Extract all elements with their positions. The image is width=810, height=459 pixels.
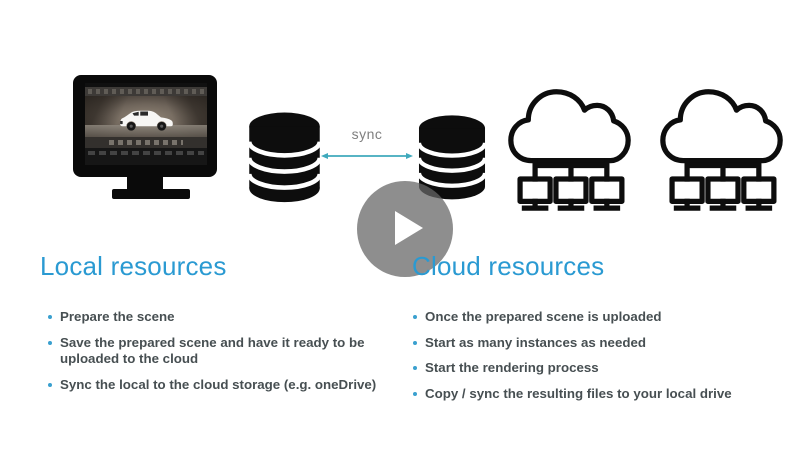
bullet-dot bbox=[413, 391, 417, 396]
cloud-resources-list: Once the prepared scene is uploaded Star… bbox=[413, 309, 797, 402]
list-item: Start as many instances as needed bbox=[413, 335, 797, 352]
car-render bbox=[120, 110, 173, 131]
local-resources-list: Prepare the scene Save the prepared scen… bbox=[48, 309, 392, 393]
bullet-dot bbox=[413, 315, 417, 319]
list-item-text: Sync the local to the cloud storage (e.g… bbox=[60, 376, 377, 392]
play-button[interactable] bbox=[357, 181, 453, 277]
monitor-screen bbox=[85, 83, 207, 165]
list-item: Once the prepared scene is uploaded bbox=[413, 309, 797, 326]
list-item-text: Copy / sync the resulting files to your … bbox=[425, 385, 732, 401]
app-3d-viewport bbox=[85, 96, 207, 137]
app-statusbar bbox=[85, 148, 207, 165]
cloud-database-icon bbox=[416, 115, 488, 200]
list-item-text: Once the prepared scene is uploaded bbox=[425, 309, 662, 324]
monitor-3d-render-icon bbox=[73, 75, 217, 177]
list-item-text: Start as many instances as needed bbox=[425, 334, 646, 350]
app-bottom-toolbar bbox=[85, 137, 207, 148]
local-database-icon bbox=[246, 112, 323, 203]
list-item-text: Save the prepared scene and have it read… bbox=[60, 334, 365, 367]
monitor-stand-base bbox=[112, 189, 190, 199]
play-icon bbox=[395, 211, 423, 245]
app-titlebar bbox=[85, 83, 207, 87]
app-toolbar bbox=[85, 87, 207, 96]
bullet-dot bbox=[48, 340, 52, 345]
list-item-text: Start the rendering process bbox=[425, 360, 599, 375]
sync-label: sync bbox=[351, 126, 383, 142]
list-item: Copy / sync the resulting files to your … bbox=[413, 386, 797, 403]
sync-arrow bbox=[321, 153, 413, 159]
viewport-floor bbox=[85, 125, 207, 137]
list-item-text: Prepare the scene bbox=[60, 309, 175, 324]
bullet-dot bbox=[48, 315, 52, 319]
list-item: Sync the local to the cloud storage (e.g… bbox=[48, 377, 392, 394]
cloud-computing-icon bbox=[660, 89, 783, 211]
bullet-dot bbox=[48, 382, 52, 387]
cloud-resources-title: Cloud resources bbox=[412, 251, 605, 281]
section-cloud-resources: Cloud resources Once the prepared scene … bbox=[412, 251, 797, 411]
monitor-stand-neck bbox=[127, 177, 163, 189]
bullet-dot bbox=[413, 340, 417, 345]
list-item: Save the prepared scene and have it read… bbox=[48, 335, 392, 368]
list-item: Start the rendering process bbox=[413, 360, 797, 377]
list-item: Prepare the scene bbox=[48, 309, 392, 326]
cloud-computing-icon bbox=[508, 89, 631, 211]
local-resources-title: Local resources bbox=[40, 251, 227, 281]
bullet-dot bbox=[413, 366, 417, 370]
section-local-resources: Local resources Prepare the scene Save t… bbox=[40, 251, 392, 402]
